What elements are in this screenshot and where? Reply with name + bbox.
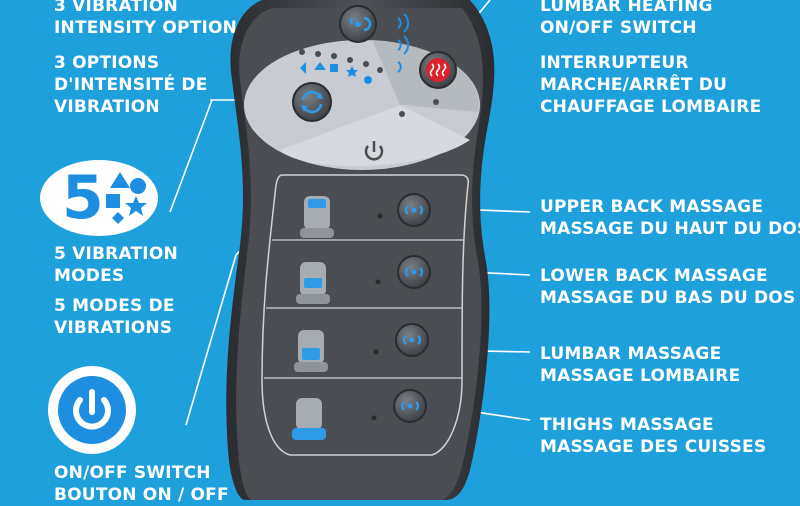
zone-lumbar [294,323,429,372]
massage-seat-icon [300,196,334,238]
lumbar-button[interactable] [395,323,429,357]
five-modes-badge: 5 [40,160,158,236]
intensity-label-en: 3 VIBRATION INTENSITY OPTIONS [54,0,250,38]
heat-button[interactable] [419,51,457,89]
lower-back-label: LOWER BACK MASSAGE MASSAGE DU BAS DU DOS [540,266,796,308]
thighs-label: THIGHS MASSAGE MASSAGE DES CUISSES [540,415,767,457]
modes-label-en: 5 VIBRATION MODES [54,244,178,286]
lower-back-button[interactable] [397,255,431,289]
mode-indicator-dots [299,49,383,84]
intensity-level-icons [397,13,410,73]
power-badge [48,366,136,454]
power-button[interactable] [364,141,384,161]
five-modes-number: 5 [62,163,104,233]
thighs-button[interactable] [393,389,427,423]
heating-label-en: LUMBAR HEATING ON/OFF SWITCH [540,0,713,38]
shapes-icon [106,172,147,224]
modes-label-fr: 5 MODES DE VIBRATIONS [54,296,175,338]
intensity-button[interactable] [339,5,377,43]
zone-thighs [292,389,427,440]
massage-seat-icon [292,398,326,440]
massage-seat-icon [294,330,328,372]
upper-back-button[interactable] [397,193,431,227]
mode-button[interactable] [292,82,332,122]
upper-back-label: UPPER BACK MASSAGE MASSAGE DU HAUT DU DO… [540,197,800,239]
power-icon [58,376,126,444]
zone-upper-back [300,193,431,238]
lumbar-label: LUMBAR MASSAGE MASSAGE LOMBAIRE [540,344,741,386]
zone-lower-back [296,255,431,304]
zone-panel [261,174,470,456]
heat-waves-icon [429,63,447,77]
intensity-label-fr: 3 OPTIONS D'INTENSITÉ DE VIBRATION [54,53,208,117]
power-icon [364,145,384,161]
heating-label-fr: INTERRUPTEUR MARCHE/ARRÊT DU CHAUFFAGE L… [540,53,762,117]
massage-seat-icon [296,262,330,304]
